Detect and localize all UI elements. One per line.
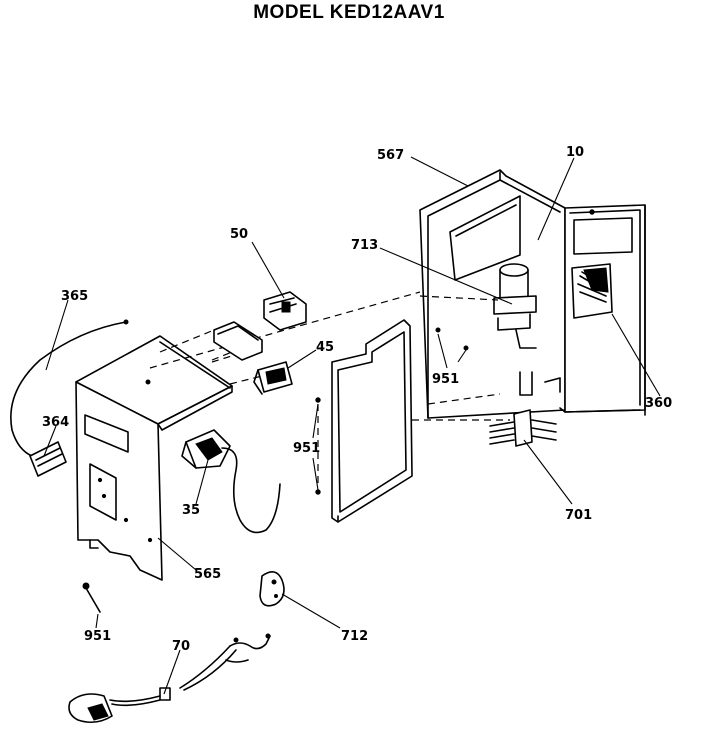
capacitor-10 — [493, 263, 537, 349]
grille-360 — [571, 263, 613, 319]
relay-50 — [263, 291, 307, 331]
cable-365 — [10, 319, 129, 457]
model-title-text: MODEL KED12AAV1 — [253, 2, 445, 23]
terminal-block-701 — [489, 409, 557, 447]
label-10: 10 — [566, 145, 584, 160]
label-45: 45 — [316, 340, 334, 355]
screw-icon — [463, 345, 469, 351]
connector-364 — [29, 441, 67, 477]
power-cord-70 — [68, 633, 271, 724]
label-35: 35 — [182, 503, 200, 518]
selector-switch-35 — [181, 429, 281, 534]
label-70: 70 — [172, 639, 190, 654]
cover-plate — [331, 319, 413, 523]
label-951-bottom: 951 — [84, 629, 111, 644]
mount-plate-712 — [259, 571, 285, 607]
diagram-title: MODEL KED12AAV1 — [0, 2, 704, 24]
label-701: 701 — [565, 508, 592, 523]
screw-icon — [435, 327, 441, 333]
label-951-cover: 951 — [293, 441, 320, 456]
label-364: 364 — [42, 415, 69, 430]
label-713: 713 — [351, 238, 378, 253]
label-365: 365 — [61, 289, 88, 304]
label-951-panel: 951 — [432, 372, 459, 387]
label-360: 360 — [645, 396, 672, 411]
label-565: 565 — [194, 567, 221, 582]
label-712: 712 — [341, 629, 368, 644]
screw-icon — [82, 582, 101, 613]
screw-icon — [315, 489, 321, 495]
leader-lines — [43, 156, 661, 695]
screw-icon — [315, 397, 321, 403]
switch-45 — [253, 361, 293, 395]
label-50: 50 — [230, 227, 248, 242]
control-box-565 — [75, 335, 233, 581]
label-567: 567 — [377, 148, 404, 163]
switch-bracket — [213, 321, 263, 361]
